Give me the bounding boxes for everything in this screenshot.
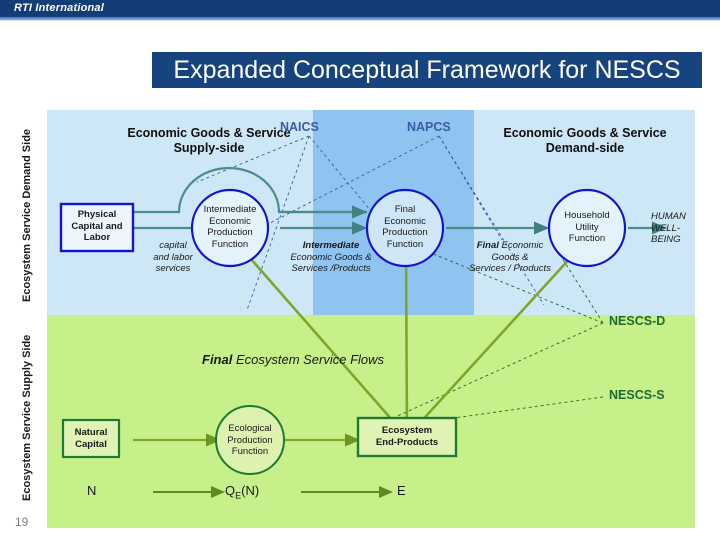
nescs-d-label: NESCS-D <box>609 314 666 328</box>
side-label-supply-side: Ecosystem Service Supply Side <box>21 334 33 502</box>
page-title: Expanded Conceptual Framework for NESCS <box>173 55 681 84</box>
final-es-flows-bold: Final <box>202 352 233 367</box>
intermediate-epf-circle <box>190 188 270 268</box>
final-ecosystem-service-flows-label: Final Ecosystem Service Flows <box>202 352 384 367</box>
equation-n: N <box>87 483 97 498</box>
final-goods-label: Final Economic Goods & Services / Produc… <box>445 240 575 275</box>
final-epf-circle <box>365 188 445 268</box>
green-arrow-endproducts-to-final <box>398 243 414 438</box>
equation-qen: QE(N) <box>225 483 259 501</box>
diagram-canvas <box>47 110 695 528</box>
intermediate-goods-bold: Intermediate <box>302 240 360 251</box>
header-divider <box>0 17 720 21</box>
physical-capital-box <box>59 202 135 253</box>
ecological-pf-circle <box>215 405 285 475</box>
nescs-s-label: NESCS-S <box>609 388 665 402</box>
naics-label: NAICS <box>280 120 319 134</box>
final-es-flows-rest: Ecosystem Service Flows <box>232 352 385 367</box>
household-utility-circle <box>547 188 627 268</box>
intermediate-goods-rest: Economic Goods & Services /Products <box>290 251 372 275</box>
equation-qen-sub: E <box>235 490 242 501</box>
human-wellbeing-label: HUMAN WELL- BEING <box>651 211 686 245</box>
side-label-demand-side: Ecosystem Service Demand Side <box>21 128 33 302</box>
intermediate-goods-label: Intermediate Economic Goods & Services /… <box>265 240 397 275</box>
ecosystem-end-products-box <box>356 416 458 458</box>
napcs-dashed-fan <box>242 135 545 306</box>
final-goods-bold: Final <box>476 240 499 251</box>
slide-title-banner: Expanded Conceptual Framework for NESCS <box>152 52 702 88</box>
equation-qen-tail: (N) <box>241 483 260 498</box>
section-head-supply-side: Economic Goods & Service Supply-side <box>127 126 291 155</box>
brand-label: RTI International <box>14 2 104 14</box>
slide-number: 19 <box>15 515 29 529</box>
napcs-label: NAPCS <box>407 120 451 134</box>
natural-capital-box <box>61 418 121 459</box>
naics-dashed-fan <box>196 135 400 311</box>
app-header-bar: RTI International <box>0 0 720 17</box>
capital-labor-services-label: capital and labor services <box>153 240 193 274</box>
equation-e: E <box>397 483 406 498</box>
green-arrow-endproducts-to-intermediate <box>234 240 408 438</box>
conceptual-framework-diagram: Economic Goods & Service Supply-side Eco… <box>47 110 695 528</box>
equation-qen-main: Q <box>225 483 236 498</box>
green-arrow-endproducts-to-household <box>406 242 585 438</box>
teal-arc-over-intermediate <box>132 166 367 214</box>
final-goods-rest: Economic Goods & Services / Products <box>469 240 551 274</box>
section-head-demand-side: Economic Goods & Service Demand-side <box>503 126 667 155</box>
